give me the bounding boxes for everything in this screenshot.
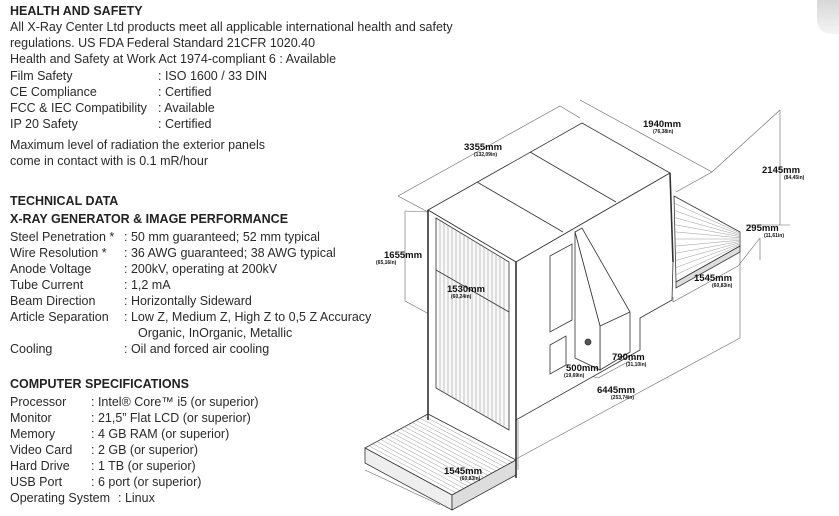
computer-heading: COMPUTER SPECIFICATIONS	[10, 377, 189, 391]
spec-value: : 36 AWG guaranteed; 38 AWG typical	[124, 246, 336, 260]
dim-conveyor-right: 1545mm(60,83in)	[694, 273, 733, 289]
drawing-line	[675, 241, 741, 254]
spec-label: Cooling	[10, 342, 53, 356]
spec-value: : Low Z, Medium Z, High Z to 0,5 Z Accur…	[124, 310, 372, 324]
health-footer-line: come in contact with is 0.1 mR/hour	[10, 154, 208, 168]
spec-label: Film Safety	[10, 69, 73, 83]
dim-console-depth: 500mm(19,69in)	[564, 363, 599, 379]
spec-label: Processor	[10, 395, 67, 409]
drawing-line	[388, 435, 477, 483]
spec-label: Video Card	[10, 443, 73, 457]
health-heading: HEALTH AND SAFETY	[10, 4, 143, 18]
spec-value: : 21,5” Flat LCD (or superior)	[91, 411, 251, 425]
drawing-line	[368, 445, 457, 494]
spec-label: USB Port	[10, 475, 63, 489]
spec-label: FCC & IEC Compatibility	[10, 101, 147, 115]
right-conveyor	[673, 195, 741, 289]
technical-heading: TECHNICAL DATA	[10, 194, 119, 208]
spec-value: : ISO 1600 / 33 DIN	[158, 69, 268, 83]
drawing-line	[376, 441, 465, 489]
dim-length: 3355mm(132,09in)	[464, 142, 503, 158]
spec-value: : 50 mm guaranteed; 52 mm typical	[124, 230, 320, 244]
dim-conveyor-left: 1545mm(60,83in)	[444, 466, 483, 482]
drawing-line	[675, 242, 741, 261]
spec-label: Hard Drive	[10, 459, 70, 473]
dim-console-width: 790mm(31,10in)	[612, 352, 647, 368]
spec-value: : Oil and forced air cooling	[124, 342, 270, 356]
spec-value: : 200kV, operating at 200kV	[124, 262, 278, 276]
left-conveyor	[364, 413, 517, 511]
spec-label: Operating System	[10, 491, 111, 505]
spec-value: : Certified	[158, 117, 212, 131]
spec-value: : Intel® Core™ i5 (or superior)	[91, 395, 259, 409]
spec-value: : 1 TB (or superior)	[91, 459, 196, 473]
spec-label: Monitor	[10, 411, 52, 425]
drawing-line	[416, 420, 505, 467]
spec-value: : Available	[158, 101, 215, 115]
health-text-line: All X-Ray Center Ltd products meet all a…	[10, 20, 453, 34]
spec-value: : 1,2 mA	[124, 278, 171, 292]
drawing-line	[384, 437, 473, 485]
spec-value: Organic, InOrganic, Metallic	[138, 326, 293, 340]
drawing-line	[408, 424, 497, 472]
health-footer-line: Maximum level of radiation the exterior …	[10, 138, 265, 152]
dim-tunnel-width: 1530mm(60,24in)	[447, 284, 486, 300]
health-text-line: Health and Safety at Work Act 1974-compl…	[10, 52, 337, 66]
operator-console	[574, 227, 631, 371]
drawing-line	[400, 428, 489, 476]
dim-total-length: 6445mm(253,74in)	[597, 385, 636, 401]
drawing-line	[675, 244, 741, 276]
spec-label: Anode Voltage	[10, 262, 92, 276]
spec-value: : Certified	[158, 85, 212, 99]
spec-label: Article Separation	[10, 310, 109, 324]
spec-value: : 2 GB (or superior)	[91, 443, 198, 457]
xray-generator-heading: X-RAY GENERATOR & IMAGE PERFORMANCE	[10, 212, 289, 226]
drawing-line	[674, 202, 741, 234]
drawing-line	[675, 243, 741, 268]
spec-label: Beam Direction	[10, 294, 96, 308]
drawing-line	[392, 432, 481, 480]
dim-width: 1940mm(76,38in)	[643, 119, 682, 135]
drawing-line	[372, 443, 461, 491]
health-text-line: regulations. US FDA Federal Standard 21C…	[10, 36, 316, 50]
dim-height: 2145mm(84,45in)	[762, 165, 805, 181]
spec-value: : 4 GB RAM (or superior)	[91, 427, 230, 441]
spec-label: CE Compliance	[10, 85, 97, 99]
dim-tunnel-height: 1655mm(65,16in)	[376, 250, 423, 266]
drawing-line	[674, 224, 741, 237]
spec-label: IP 20 Safety	[10, 117, 78, 131]
spec-label: Wire Resolution *	[10, 246, 107, 260]
drawing-line	[380, 439, 469, 487]
drawing-line	[423, 415, 513, 463]
drawing-line	[674, 210, 741, 235]
spec-value: : Horizontally Sideward	[124, 294, 252, 308]
spec-value: : Linux	[118, 491, 155, 505]
drawing-line	[396, 430, 485, 478]
drawing-line	[675, 239, 741, 247]
drawing-line	[420, 418, 509, 465]
drawing-line	[404, 426, 493, 474]
spec-label: Memory	[10, 427, 56, 441]
drawing-line	[674, 217, 741, 236]
drawing-line	[412, 422, 501, 469]
spec-label: Tube Current	[10, 278, 84, 292]
spec-label: Steel Penetration *	[10, 230, 115, 244]
dim-conveyor-height: 295mm(11,61in)	[746, 223, 785, 239]
page-corner-decoration	[817, 0, 839, 34]
spec-value: : 6 port (or superior)	[91, 475, 202, 489]
drawing-line	[674, 231, 741, 239]
